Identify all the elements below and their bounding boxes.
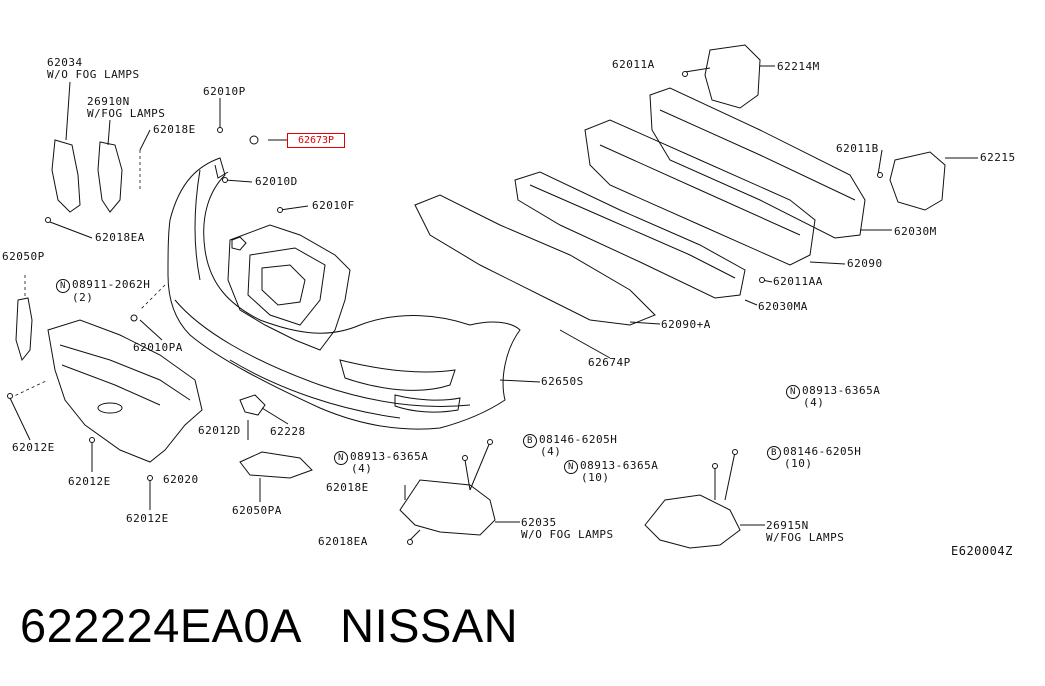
n-circle-icon: N (56, 279, 70, 293)
label-62011b: 62011B (836, 142, 879, 155)
label-62012e-c: 62012E (126, 512, 169, 525)
label-08146-b-text: 08146-6205H (783, 445, 862, 458)
label-62012e-a: 62012E (12, 441, 55, 454)
grille-drawing (47, 319, 203, 463)
fastener-points (7, 71, 883, 545)
label-08146-b-qty: (10) (784, 457, 813, 470)
label-62674p: 62674P (588, 356, 631, 369)
brand-name: NISSAN (340, 599, 519, 652)
label-26915n: 26915N W/FOG LAMPS (766, 519, 845, 544)
label-62010pa: 62010PA (133, 341, 183, 354)
label-62012e-b: 62012E (68, 475, 111, 488)
b-circle-icon: B (523, 434, 537, 448)
label-08911-qty: (2) (72, 291, 94, 304)
label-62018ea-bot: 62018EA (318, 535, 368, 548)
part-number: 622224EA0A (20, 599, 300, 652)
label-08913-right-qty: (4) (803, 396, 825, 409)
label-08146-a-qty: (4) (540, 445, 562, 458)
label-62018ea-left: 62018EA (95, 231, 145, 244)
label-08913-a-qty: (4) (351, 462, 373, 475)
label-62214m: 62214M (777, 60, 820, 73)
label-08911-text: 08911-2062H (72, 278, 151, 291)
label-62034: 62034 W/O FOG LAMPS (47, 56, 140, 81)
bumper-fascia-drawing (167, 157, 521, 430)
label-62020: 62020 (163, 473, 199, 486)
label-62050p: 62050P (2, 250, 45, 263)
n-circle-icon: N (334, 451, 348, 465)
label-62010p: 62010P (203, 85, 246, 98)
b-circle-icon: B (767, 446, 781, 460)
part-caption: 622224EA0A NISSAN (20, 598, 518, 653)
label-62035: 62035 W/O FOG LAMPS (521, 516, 614, 541)
label-08913-a-text: 08913-6365A (350, 450, 429, 463)
label-62011aa: 62011AA (773, 275, 823, 288)
label-62650s: 62650S (541, 375, 584, 388)
label-62011a: 62011A (612, 58, 655, 71)
label-62030m: 62030M (894, 225, 937, 238)
label-62030ma: 62030MA (758, 300, 808, 313)
label-08913-right-text: 08913-6365A (802, 384, 881, 397)
label-26910n: 26910N W/FOG LAMPS (87, 95, 166, 120)
label-62090a: 62090+A (661, 318, 711, 331)
parts-diagram (7, 44, 978, 549)
label-62010d: 62010D (255, 175, 298, 188)
n-circle-icon: N (786, 385, 800, 399)
bracket-assembly-drawing (227, 224, 351, 351)
leader-lines (9, 65, 978, 541)
label-62018e-bot: 62018E (326, 481, 369, 494)
side-bracket-drawing (15, 139, 123, 362)
n-circle-icon: N (564, 460, 578, 474)
label-62228: 62228 (270, 425, 306, 438)
label-62090: 62090 (847, 257, 883, 270)
label-08913-b-text: 08913-6365A (580, 459, 659, 472)
label-08913-b-qty: (10) (581, 471, 610, 484)
label-62012d: 62012D (198, 424, 241, 437)
label-08146-a-text: 08146-6205H (539, 433, 618, 446)
drawing-code: E620004Z (951, 544, 1013, 558)
label-62010f: 62010F (312, 199, 355, 212)
highlighted-part-62673p[interactable]: 62673P (287, 133, 345, 148)
label-62018e-top: 62018E (153, 123, 196, 136)
label-62050pa: 62050PA (232, 504, 282, 517)
reinforcement-drawing (414, 44, 946, 326)
label-62215: 62215 (980, 151, 1016, 164)
fog-lamp-drawing (239, 394, 741, 549)
